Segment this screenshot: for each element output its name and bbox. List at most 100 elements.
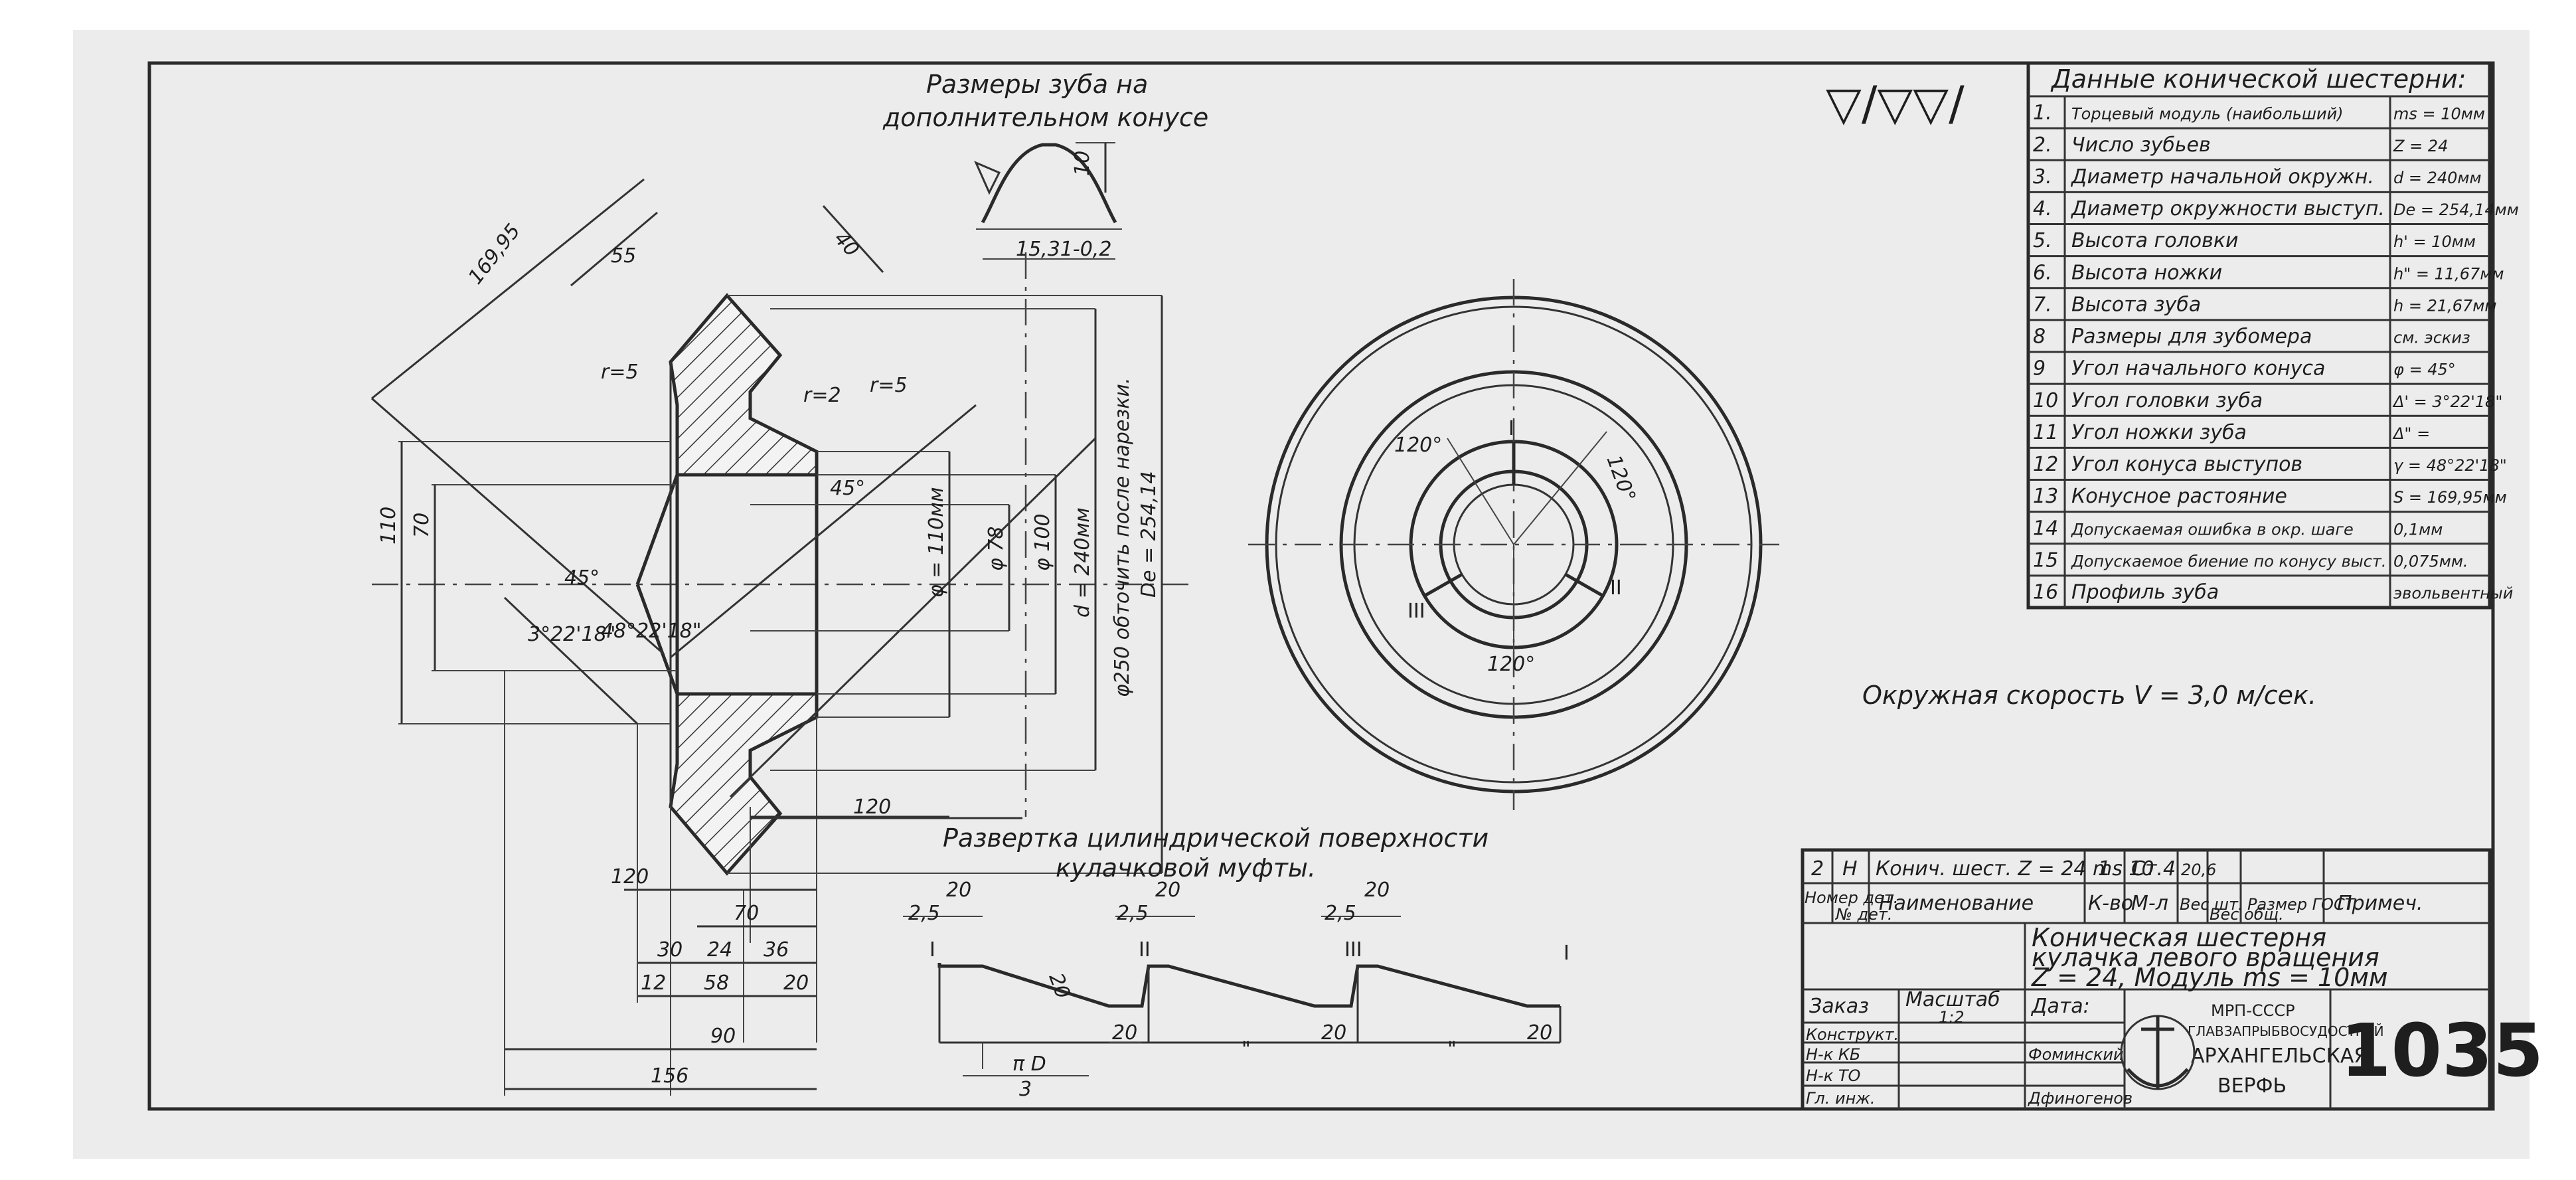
roman-2: II xyxy=(1610,576,1622,600)
spec-row-number: 6. xyxy=(2033,261,2052,284)
part-num: 2 xyxy=(1811,857,1824,881)
spec-row-value: ms = 10мм xyxy=(2393,105,2485,124)
spec-row-name: Конусное растояние xyxy=(2071,485,2287,508)
gear-section-view xyxy=(371,178,1195,1096)
spec-row-name: Высота головки xyxy=(2071,229,2238,252)
spec-row-value: γ = 48°22'18" xyxy=(2393,456,2507,475)
part-mass: 20,6 xyxy=(2181,861,2216,879)
dim-55: 55 xyxy=(611,244,636,268)
spec-row-name: Профиль зуба xyxy=(2071,581,2219,604)
name-2: Дфиногенов xyxy=(2028,1089,2133,1108)
radius-r2: r=2 xyxy=(803,384,841,407)
spec-row-value: h = 21,67мм xyxy=(2393,296,2497,315)
cam-unroll-profile xyxy=(903,916,1562,1076)
dim-90: 90 xyxy=(710,1025,736,1048)
drawing-title-3: Z = 24, Модуль ms = 10мм xyxy=(2031,963,2388,992)
dim-pitch-diameter: d = 240мм xyxy=(1071,507,1094,618)
drawing-title-1: Коническая шестерня xyxy=(2032,923,2326,952)
unroll-mark-2: II xyxy=(1139,938,1151,962)
dim-de: De = 254,14 xyxy=(1137,471,1161,598)
spec-row-number: 16 xyxy=(2033,581,2058,604)
role-3: Н-к ТО xyxy=(1806,1066,1860,1085)
spec-row-number: 15 xyxy=(2033,548,2058,572)
angle-48-22-18: 48°22'18" xyxy=(601,620,702,643)
unroll-ditto-1: " xyxy=(1242,1038,1251,1061)
role-2: Н-к КБ xyxy=(1806,1045,1860,1064)
head-pos: Номер дет. xyxy=(1805,888,1898,907)
head-w1: Вес шт. xyxy=(2180,895,2243,914)
tooth-detail-sketch xyxy=(974,142,1122,260)
spec-table-title: Данные конической шестерни: xyxy=(2050,64,2466,94)
unroll-mark-4: I xyxy=(1564,942,1570,965)
dim-phi-250-note: φ250 обточить после нарезки. xyxy=(1111,378,1134,697)
head-mat: М-л xyxy=(2131,892,2168,915)
spec-row-number: 5. xyxy=(2033,229,2052,252)
spec-row-name: Диаметр окружности выступ. xyxy=(2070,197,2385,220)
spec-row-value: φ = 45° xyxy=(2393,361,2456,379)
head-w2: Вес общ. xyxy=(2210,905,2284,924)
spec-row-value: De = 254,14мм xyxy=(2393,201,2519,219)
spec-row-number: 2. xyxy=(2033,133,2052,157)
unroll-ditto-2: " xyxy=(1447,1038,1457,1061)
drawing-frame xyxy=(147,61,2495,1111)
dim-20: 20 xyxy=(783,971,809,995)
spec-row-name: Высота зуба xyxy=(2071,293,2201,316)
spec-row-name: Допускаемая ошибка в окр. шаге xyxy=(2071,520,2354,539)
spec-row-name: Угол ножки зуба xyxy=(2071,421,2247,444)
tooth-title-2: дополнительном конусе xyxy=(882,103,1208,132)
spec-row-value: см. эскиз xyxy=(2393,329,2470,347)
dim-58: 58 xyxy=(704,971,729,995)
spec-row-number: 9 xyxy=(2033,357,2046,380)
role-4: Гл. инж. xyxy=(1806,1089,1876,1108)
spec-row-name: Диаметр начальной окружн. xyxy=(2070,165,2374,189)
spec-row-number: 8 xyxy=(2033,325,2046,349)
org-2: ГЛАВЗАПРЫБВОСУДОСТРОЙ xyxy=(2188,1023,2384,1039)
unroll-bottom-20-1: 20 xyxy=(1112,1021,1137,1045)
spec-row-name: Угол конуса выступов xyxy=(2071,453,2302,476)
radius-r5-b: r=5 xyxy=(870,374,908,397)
dim-12: 12 xyxy=(641,971,666,995)
spec-row-value: 0,075мм. xyxy=(2393,552,2468,570)
spec-row-value: 0,1мм xyxy=(2393,520,2443,539)
spec-row-number: 12 xyxy=(2033,453,2058,476)
unroll-bottom-20-3: 20 xyxy=(1527,1021,1552,1045)
name-1: Фоминский xyxy=(2028,1045,2124,1064)
part-code: Н xyxy=(1842,857,1858,881)
spec-row-name: Размеры для зубомера xyxy=(2071,325,2312,349)
spec-row-name: Торцевый модуль (наибольший) xyxy=(2071,105,2344,124)
dim-70-b: 70 xyxy=(734,902,759,925)
part-name: Конич. шест. Z = 24 ms 10 xyxy=(1876,857,2154,881)
unroll-mark-3: III xyxy=(1344,938,1362,962)
angle-120-c: 120° xyxy=(1487,653,1535,676)
part-material: Ст.4 xyxy=(2131,857,2176,881)
spec-row-name: Высота ножки xyxy=(2071,261,2222,284)
date-label: Дата: xyxy=(2030,995,2090,1018)
head-note: Примеч. xyxy=(2337,892,2423,915)
dim-70: 70 xyxy=(410,513,434,538)
spec-row-number: 14 xyxy=(2033,517,2058,540)
anchor-emblem xyxy=(2120,1015,2196,1090)
angle-45-b: 45° xyxy=(564,566,600,590)
spec-row-value: d = 240мм xyxy=(2393,169,2482,187)
angle-3-22-18: 3°22'18" xyxy=(528,623,615,646)
gear-front-view xyxy=(1248,279,1779,810)
dim-120-b: 120 xyxy=(611,865,649,888)
unroll-2-5-1: 2,5 xyxy=(908,902,940,925)
unroll-2-5-3: 2,5 xyxy=(1325,902,1356,925)
org-3: АРХАНГЕЛЬСКАЯ xyxy=(2191,1045,2368,1068)
order-label: Заказ xyxy=(1809,995,1869,1018)
spec-row-value: Δ' = 3°22'18" xyxy=(2392,392,2502,411)
spec-row-value: Δ" = xyxy=(2392,424,2430,443)
unroll-top-20-1: 20 xyxy=(946,879,971,902)
spec-row-number: 3. xyxy=(2033,165,2052,189)
unroll-mark-1: I xyxy=(929,938,935,962)
spec-row-name: Число зубьев xyxy=(2071,133,2211,157)
spec-row-name: Допускаемое биение по конусу выст. xyxy=(2071,552,2387,570)
dim-phi-110: φ = 110мм xyxy=(925,487,948,598)
radius-r5-a: r=5 xyxy=(601,361,639,384)
dim-156: 156 xyxy=(651,1064,688,1088)
dim-24: 24 xyxy=(707,938,732,962)
head-name: Наименование xyxy=(1879,892,2034,915)
unroll-top-20-2: 20 xyxy=(1155,879,1180,902)
unroll-title-2: кулачковой муфты. xyxy=(1056,853,1316,883)
